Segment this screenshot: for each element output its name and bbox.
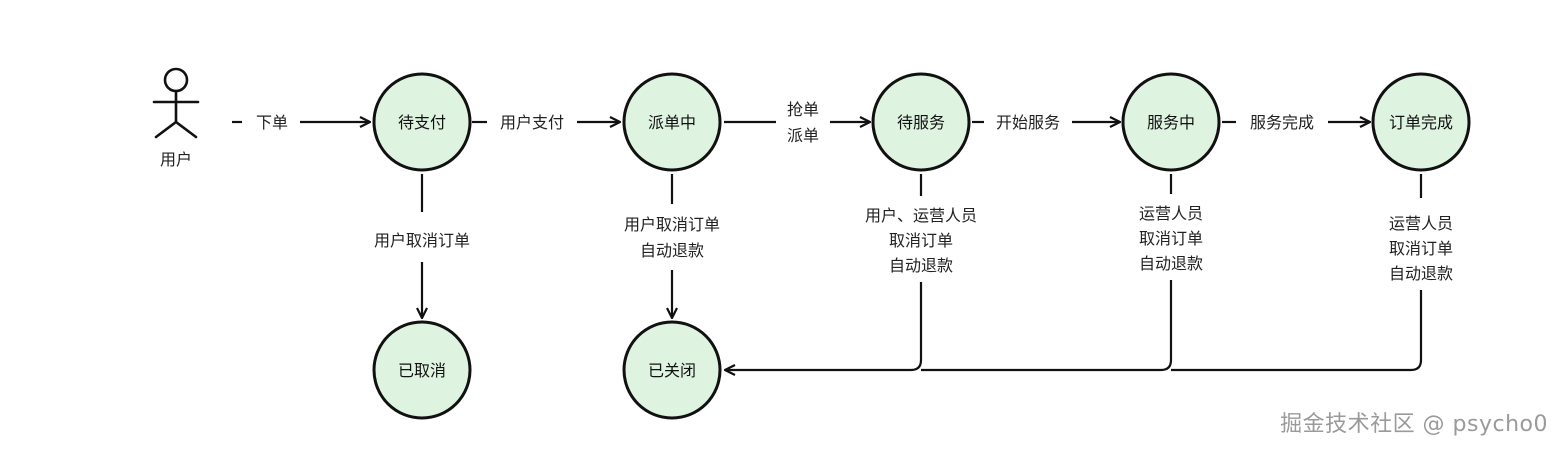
edge-label-cancel-pending-service-line2: 取消订单 bbox=[889, 231, 953, 250]
edge-cancel-to-closed-main bbox=[725, 282, 923, 370]
node-label-dispatching: 派单中 bbox=[648, 113, 696, 132]
node-label-in-service: 服务中 bbox=[1147, 113, 1195, 132]
edge-cancel-in-service-path bbox=[921, 280, 1173, 372]
edge-label-start-service: 开始服务 bbox=[996, 113, 1060, 132]
edge-label-cancel-in-service-line1: 运营人员 bbox=[1139, 204, 1203, 223]
node-label-pending-payment: 待支付 bbox=[398, 113, 446, 132]
edge-label-service-done: 服务完成 bbox=[1250, 113, 1314, 132]
edge-label-cancel-in-service-line2: 取消订单 bbox=[1139, 229, 1203, 248]
edge-label-cancel-pending-service-line1: 用户、运营人员 bbox=[865, 206, 977, 225]
edge-label-cancel-completed-line1: 运营人员 bbox=[1389, 214, 1453, 233]
node-closed: 已关闭 bbox=[622, 320, 722, 420]
edge-label-dispatch-order: 派单 bbox=[787, 126, 819, 145]
node-dispatching: 派单中 bbox=[622, 72, 722, 172]
watermark: 掘金技术社区 @ psycho0 bbox=[1280, 412, 1548, 437]
node-label-cancelled: 已取消 bbox=[398, 361, 446, 380]
user-actor-icon bbox=[152, 67, 200, 139]
edge-cancel-completed-path bbox=[1171, 290, 1423, 372]
edge-label-cancel-pending: 用户取消订单 bbox=[374, 231, 470, 250]
node-label-closed: 已关闭 bbox=[648, 361, 696, 380]
user-actor-label: 用户 bbox=[160, 150, 192, 169]
edge-label-cancel-dispatching-line1: 用户取消订单 bbox=[624, 215, 720, 234]
edge-label-cancel-completed-line2: 取消订单 bbox=[1389, 239, 1453, 258]
edge-label-user-pay: 用户支付 bbox=[500, 113, 564, 132]
edge-label-cancel-dispatching-line2: 自动退款 bbox=[640, 241, 704, 260]
edge-label-place-order: 下单 bbox=[256, 113, 288, 132]
node-label-pending-service: 待服务 bbox=[897, 113, 945, 132]
node-in-service: 服务中 bbox=[1121, 72, 1221, 172]
edge-label-cancel-in-service-line3: 自动退款 bbox=[1139, 254, 1203, 273]
edge-label-cancel-pending-service-line3: 自动退款 bbox=[889, 256, 953, 275]
node-pending-service: 待服务 bbox=[871, 72, 971, 172]
node-label-completed: 订单完成 bbox=[1389, 113, 1453, 132]
edge-label-grab-order: 抢单 bbox=[787, 100, 819, 119]
edge-label-cancel-completed-line3: 自动退款 bbox=[1389, 264, 1453, 283]
node-completed: 订单完成 bbox=[1371, 72, 1471, 172]
node-pending-payment: 待支付 bbox=[372, 72, 472, 172]
node-cancelled: 已取消 bbox=[372, 320, 472, 420]
